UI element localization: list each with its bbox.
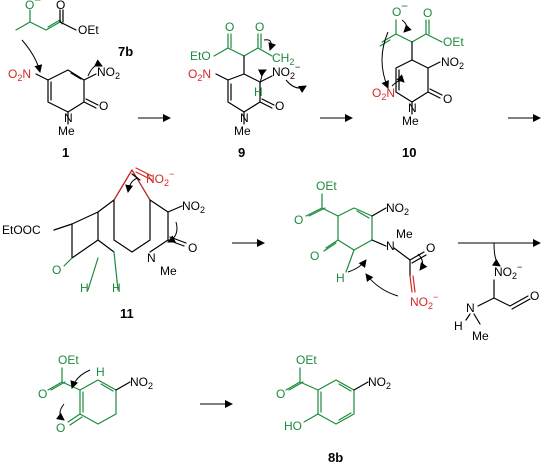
11-h2: H	[112, 281, 121, 295]
10-o2n: O2N	[372, 86, 395, 102]
10-o-minus: O	[392, 5, 401, 19]
11-o: O	[52, 263, 61, 277]
int1-o-ester: O	[294, 213, 303, 227]
intermediate-1: OEt O O NO2 N Me O NO2− H	[294, 179, 438, 311]
7b-label: 7b	[118, 44, 133, 59]
1-no2: NO2	[97, 65, 120, 81]
1-o2n: O2N	[8, 67, 31, 83]
int2-o-ester: O	[38, 387, 47, 401]
int1-no2: NO2	[386, 201, 409, 217]
product-8b: OEt O HO NO2 8b	[276, 353, 391, 465]
byproduct-o: O	[530, 289, 539, 303]
int2-h: H	[96, 365, 105, 379]
10-me: Me	[402, 114, 419, 128]
byproduct-nitroacetamide: NO2− O N H Me	[454, 262, 539, 343]
9-label: 9	[238, 145, 245, 160]
compound-10: O − O OEt O2N NO2 O N Me 10	[372, 0, 464, 160]
11-amide-o: O	[188, 241, 197, 255]
9-o-top: O	[225, 20, 234, 34]
1-n: N	[64, 111, 73, 125]
1-me: Me	[58, 124, 75, 138]
byproduct-n: N	[466, 301, 475, 315]
9-me: Me	[234, 124, 251, 138]
9-o-ketone: O	[255, 20, 264, 34]
1-carbonyl-o: O	[99, 99, 108, 113]
compound-9: EtO O O CH2 O2N H NO2− O N Me 9	[188, 20, 307, 160]
compound-11: NO2− EtOOC O H H NO2 O N Me 11	[2, 167, 205, 321]
9-n: N	[240, 111, 249, 125]
compound-7b: O − O OEt 7b	[15, 0, 133, 73]
10-oet: OEt	[443, 35, 464, 49]
8b-oet: OEt	[296, 353, 317, 367]
11-h1: H	[80, 281, 89, 295]
byproduct-no2: NO2−	[494, 262, 522, 281]
8b-label: 8b	[328, 450, 343, 465]
10-label: 10	[402, 145, 416, 160]
svg-text:O: O	[56, 0, 65, 12]
8b-o-ester: O	[276, 387, 285, 401]
int2-no2: NO2	[130, 375, 153, 391]
10-o-ester: O	[423, 6, 432, 20]
compound-1: O2N NO2 O N Me 1	[8, 59, 120, 160]
9-carbonyl-o: O	[275, 99, 284, 113]
7b-oet: OEt	[78, 23, 99, 37]
byproduct-release-arrow	[491, 242, 501, 267]
int1-no2-bottom: NO2−	[410, 292, 438, 311]
int2-oet: OEt	[58, 353, 79, 367]
10-no2: NO2	[441, 55, 464, 71]
10-carbonyl-o: O	[443, 92, 452, 106]
11-me: Me	[160, 264, 177, 278]
9-h: H	[254, 85, 263, 99]
intermediate-2: OEt O O H NO2	[38, 353, 153, 435]
1-label: 1	[62, 145, 69, 160]
svg-text:−: −	[401, 0, 408, 13]
svg-text:−: −	[34, 0, 41, 7]
11-etooc: EtOOC	[2, 223, 41, 237]
7b-attack-arrow	[21, 39, 43, 73]
9-o2n: O2N	[188, 67, 211, 83]
8b-no2: NO2	[368, 375, 391, 391]
byproduct-me: Me	[472, 329, 489, 343]
byproduct-h: H	[454, 319, 463, 333]
11-no2-top: NO2−	[146, 169, 174, 188]
int1-o-ketone: O	[310, 249, 319, 263]
11-label: 11	[120, 306, 134, 321]
int1-me: Me	[396, 227, 413, 241]
int2-o-ketone: O	[56, 421, 65, 435]
int1-h: H	[336, 271, 345, 285]
int1-oet: OEt	[316, 179, 337, 193]
8b-ho: HO	[284, 419, 302, 433]
int1-n: N	[386, 239, 395, 253]
9-ch2: CH2	[272, 51, 294, 67]
11-n: N	[147, 251, 156, 265]
7b-o-minus: O	[25, 0, 34, 12]
9-no2: NO2−	[272, 62, 300, 81]
11-no2: NO2	[182, 199, 205, 215]
9-eto: EtO	[190, 49, 211, 63]
int1-amide-o: O	[426, 241, 435, 255]
10-n: N	[408, 101, 417, 115]
